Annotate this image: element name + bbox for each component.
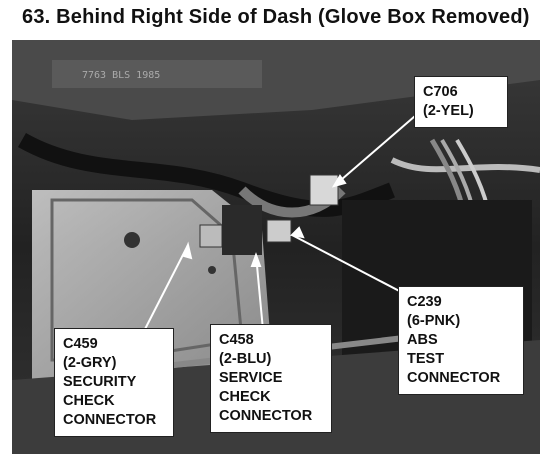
c706-type: (2-YEL) (423, 103, 474, 119)
c459-desc-3: CONNECTOR (63, 412, 157, 428)
c239-desc-1: ABS (407, 332, 438, 348)
c458-type: (2-BLU) (219, 351, 272, 367)
c239-desc-3: CONNECTOR (407, 370, 501, 386)
c239-type: (6-PNK) (407, 313, 461, 329)
c459-type: (2-GRY) (63, 355, 117, 371)
c239-desc-2: TEST (407, 351, 445, 367)
c458-desc-1: SERVICE (219, 370, 283, 386)
c459-code: C459 (63, 336, 98, 352)
callout-c458: C458 (2-BLU) SERVICE CHECK CONNECTOR (210, 324, 332, 433)
c706-code: C706 (423, 84, 458, 100)
callout-c706: C706 (2-YEL) (414, 76, 508, 128)
dash-photo: 7763 BLS 1985 C706 (2-YEL) C239 (6-PNK) … (12, 40, 540, 454)
callout-c459: C459 (2-GRY) SECURITY CHECK CONNECTOR (54, 328, 174, 437)
c458-desc-2: CHECK (219, 389, 271, 405)
c459-desc-1: SECURITY (63, 374, 137, 390)
c458-desc-3: CONNECTOR (219, 408, 313, 424)
c458-code: C458 (219, 332, 254, 348)
callout-c239: C239 (6-PNK) ABS TEST CONNECTOR (398, 286, 524, 395)
photo-label: 7763 BLS 1985 (82, 70, 160, 81)
c239-code: C239 (407, 294, 442, 310)
c459-desc-2: CHECK (63, 393, 115, 409)
page-title: 63. Behind Right Side of Dash (Glove Box… (22, 6, 530, 28)
